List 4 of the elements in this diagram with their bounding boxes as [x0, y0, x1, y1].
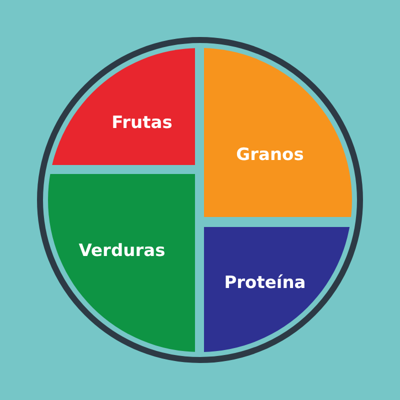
food-group-label: Granos: [236, 145, 304, 165]
food-group-label: Verduras: [78, 241, 166, 261]
food-group-label: Frutas: [112, 113, 172, 133]
food-group-label: Proteína: [224, 273, 306, 293]
